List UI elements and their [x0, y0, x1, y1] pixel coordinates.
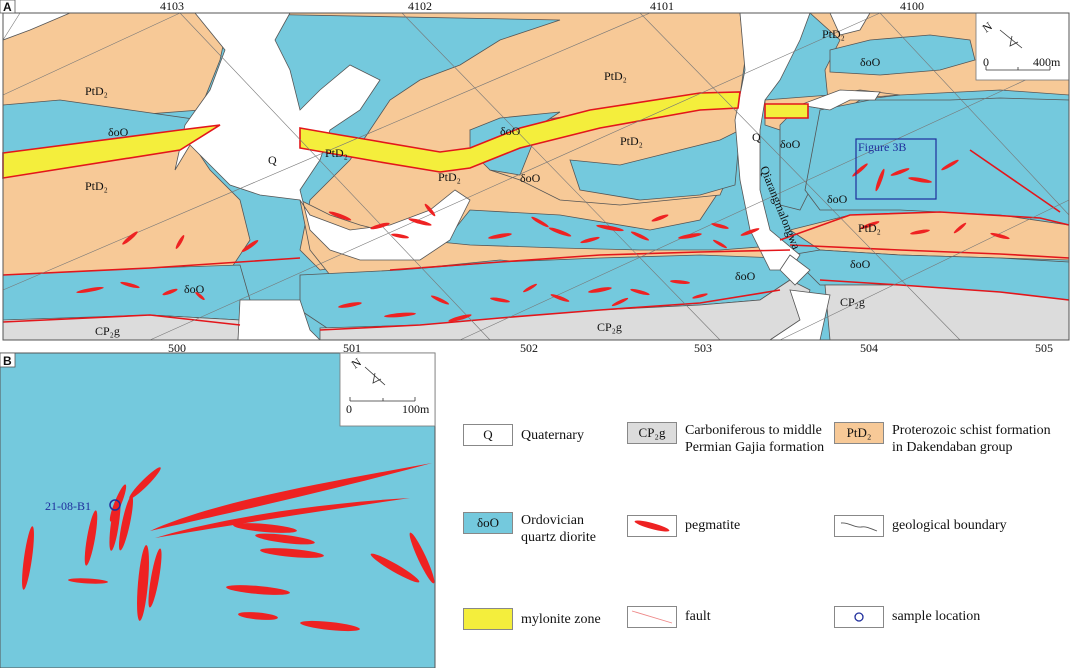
- unit-label-dooo: δoO: [500, 124, 521, 138]
- scale-bar-icon: [985, 66, 1051, 71]
- legend-text-carboniferous-2: Permian Gajia formation: [685, 440, 825, 455]
- unit-label-dooo: δoO: [184, 282, 205, 296]
- geologic-map-panel-a: Figure 3B PtD₂ PtD₂ δoO Q PtD₂ PtD₂ δoO …: [0, 0, 1070, 355]
- unit-label-ptd2: PtD₂: [858, 221, 881, 235]
- sample-location-marker: [109, 499, 121, 511]
- scale-zero: 0: [346, 402, 352, 416]
- north-arrow-icon: [364, 366, 386, 386]
- scale-box-a: N 0 400m: [975, 12, 1070, 81]
- north-arrow-icon: [999, 29, 1023, 49]
- unit-label-q: Q: [268, 153, 277, 167]
- unit-label-q: Q: [752, 130, 761, 144]
- top-tick-label: 4103: [160, 0, 184, 13]
- panel-a-label: A: [3, 0, 12, 14]
- bottom-tick-label: 500: [168, 341, 186, 355]
- bottom-tick-label: 504: [860, 341, 878, 355]
- geological-boundary-icon: [834, 515, 884, 537]
- sample-label: 21-08-B1: [45, 499, 91, 513]
- scale-box-b: N 0 100m: [339, 352, 436, 427]
- unit-label-dooo: δoO: [735, 269, 756, 283]
- legend-mylonite: mylonite zone: [463, 608, 601, 630]
- unit-label-dooo: δoO: [860, 55, 881, 69]
- legend-text-fault: fault: [685, 609, 711, 624]
- bottom-tick-label: 501: [343, 341, 361, 355]
- legend: Q Quaternary CP₂g Carboniferous to middl…: [455, 400, 1070, 660]
- legend-text-proterozoic-2: in Dakendaban group: [892, 440, 1013, 455]
- bottom-tick-label: 503: [694, 341, 712, 355]
- scale-bar-icon: [349, 397, 416, 402]
- unit-label-ptd2: PtD₂: [325, 146, 348, 160]
- legend-text-ordovician-2: quartz diorite: [521, 530, 597, 545]
- unit-label-cp2g: CP₂g: [95, 324, 120, 338]
- legend-text-mylonite: mylonite zone: [521, 612, 601, 627]
- legend-swatch-quaternary: Q: [463, 424, 513, 446]
- geologic-map-panel-b: 21-08-B1 N 0 100m B: [0, 352, 436, 668]
- legend-pegmatite: pegmatite: [627, 515, 740, 537]
- grid-lines: [2, 12, 1070, 341]
- legend-fault: fault: [627, 606, 711, 628]
- legend-sample: sample location: [834, 606, 980, 628]
- panel-a-label-box: [0, 0, 16, 14]
- legend-text-carboniferous-1: Carboniferous to middle: [685, 423, 822, 438]
- scale-distance: 400m: [1033, 55, 1061, 69]
- unit-label-ptd2: PtD₂: [604, 69, 627, 83]
- unit-label-cp2g: CP₂g: [597, 320, 622, 334]
- unit-label-dooo: δoO: [520, 171, 541, 185]
- top-tick-label: 4102: [408, 0, 432, 13]
- unit-label-ptd2: PtD₂: [85, 84, 108, 98]
- frame-a: [2, 12, 1070, 341]
- legend-swatch-mylonite: [463, 608, 513, 630]
- unit-label-dooo: δoO: [780, 137, 801, 151]
- unit-label-cp2g: CP₂g: [840, 295, 865, 309]
- unit-label-ptd2: PtD₂: [822, 27, 845, 41]
- mylonite-zones: [2, 91, 809, 179]
- legend-swatch-gajia: CP₂g: [627, 422, 677, 444]
- legend-swatch-diorite: δoO: [463, 512, 513, 534]
- top-tick-label: 4100: [900, 0, 924, 13]
- unit-label-dooo: δoO: [850, 257, 871, 271]
- unit-label-dooo: δoO: [827, 192, 848, 206]
- legend-text-proterozoic-1: Proterozoic schist formation: [892, 423, 1051, 438]
- legend-proterozoic: PtD₂ Proterozoic schist formation in Dak…: [834, 422, 1051, 456]
- legend-text-ordovician-1: Ordovician: [521, 513, 584, 528]
- legend-boundary: geological boundary: [834, 515, 1007, 537]
- inset-box-label: Figure 3B: [858, 140, 906, 154]
- bottom-tick-label: 502: [520, 341, 538, 355]
- top-tick-label: 4101: [650, 0, 674, 13]
- legend-text-pegmatite: pegmatite: [685, 518, 741, 533]
- unit-label-ptd2: PtD₂: [620, 134, 643, 148]
- unit-label-ptd2: PtD₂: [438, 170, 461, 184]
- panel-b-label-box: [0, 352, 16, 368]
- bottom-tick-label: 505: [1035, 341, 1053, 355]
- legend-text-quaternary: Quaternary: [521, 428, 584, 443]
- legend-text-boundary: geological boundary: [892, 518, 1007, 533]
- legend-text-sample: sample location: [892, 609, 981, 624]
- fault-icon: [627, 606, 677, 628]
- legend-ordovician: δoO Ordovician quartz diorite: [463, 512, 596, 546]
- panel-b-label: B: [3, 354, 12, 368]
- legend-carboniferous: CP₂g Carboniferous to middle Permian Gaj…: [627, 422, 824, 456]
- legend-swatch-schist: PtD₂: [834, 422, 884, 444]
- unit-label-dooo: δoO: [108, 125, 129, 139]
- pegmatite-icon: [627, 515, 677, 537]
- sample-location-icon: [834, 606, 884, 628]
- scale-zero: 0: [983, 55, 989, 69]
- inset-box-figure-3b: [855, 138, 937, 200]
- legend-quaternary: Q Quaternary: [463, 424, 584, 446]
- red-contacts: [2, 149, 1070, 331]
- scale-distance: 100m: [402, 402, 430, 416]
- unit-label-ptd2: PtD₂: [85, 179, 108, 193]
